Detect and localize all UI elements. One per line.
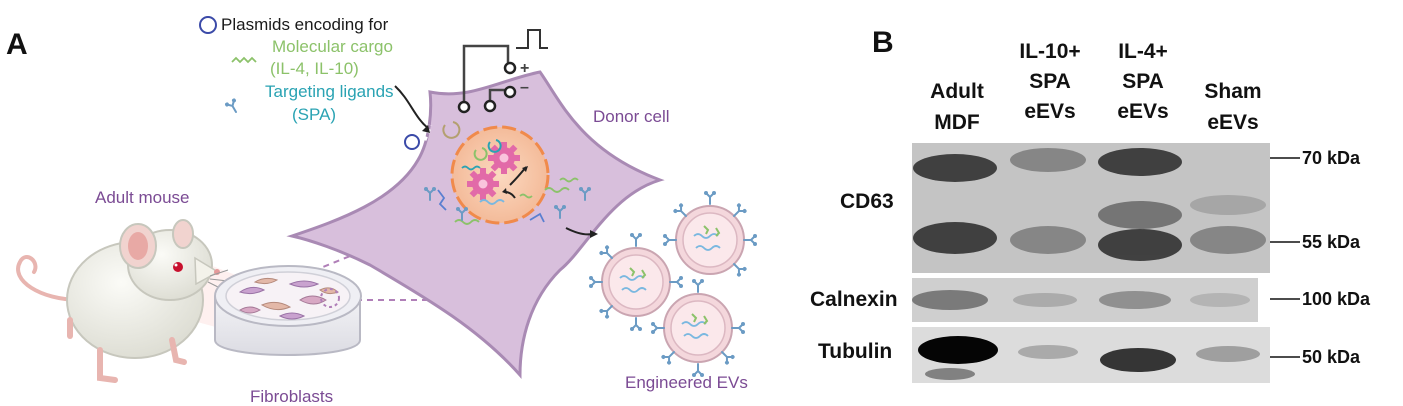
panel-a-letter: A (6, 28, 28, 61)
marker-55kda: 55 kDa (1302, 232, 1361, 252)
blot-tubulin (912, 327, 1270, 383)
ligand-icon (223, 96, 243, 116)
cargo-line2: (IL-4, IL-10) (270, 59, 359, 78)
square-pulse-icon (516, 29, 548, 49)
lane-header-line: SPA (1122, 70, 1164, 93)
fibroblasts-label: Fibroblasts (250, 387, 333, 406)
dna-strand-icon (231, 56, 257, 64)
lane-header-line: Adult (930, 80, 984, 103)
lane-header-line: SPA (1029, 70, 1071, 93)
plasmid-title: Plasmids encoding for (221, 15, 389, 34)
panel-a: A (6, 15, 758, 406)
plasmid-icon (487, 139, 502, 153)
gear-icon (488, 142, 520, 174)
membrane-pore (421, 124, 433, 141)
plasmid-icon (473, 147, 488, 161)
lane-header-line: MDF (934, 111, 980, 134)
row-label-cd63: CD63 (840, 190, 894, 213)
electrode-plus: + (520, 60, 529, 77)
donor-cell-shape (286, 70, 665, 379)
fibroblast-cells (238, 277, 339, 320)
marker-70kda: 70 kDa (1302, 148, 1361, 168)
electrode-minus: – (520, 79, 529, 96)
donor-cell-label: Donor cell (593, 107, 670, 126)
blot-calnexin (912, 278, 1258, 322)
lane-header-line: eEVs (1117, 100, 1168, 123)
plasmid-legend: Plasmids encoding for Molecular cargo (I… (199, 15, 430, 150)
lane-header-line: IL-10+ (1019, 40, 1080, 63)
arrow-icon (394, 85, 429, 129)
cytoplasm-contents (423, 121, 598, 238)
engineered-evs (588, 190, 758, 378)
ligand-line1: Targeting ligands (265, 82, 394, 101)
petri-dish (214, 265, 362, 356)
marker-50kda: 50 kDa (1302, 347, 1361, 367)
adult-mouse-label: Adult mouse (95, 188, 190, 207)
ligand-line2: (SPA) (292, 105, 336, 124)
cargo-line1: Molecular cargo (272, 37, 393, 56)
panel-b-letter: B (872, 26, 894, 59)
lane-header-line: eEVs (1024, 100, 1075, 123)
lane-header-line: eEVs (1207, 111, 1258, 134)
nucleus (450, 125, 550, 225)
row-label-tubulin: Tubulin (818, 340, 892, 363)
marker-100kda: 100 kDa (1302, 289, 1371, 309)
plasmid-icon (199, 16, 217, 34)
lane-header-line: IL-4+ (1118, 40, 1168, 63)
engineered-evs-label: Engineered EVs (625, 373, 748, 392)
gear-icon (467, 168, 499, 200)
electroporation-electrodes: + – (457, 29, 548, 114)
lane-header-line: Sham (1204, 80, 1261, 103)
blot-cd63 (912, 143, 1270, 273)
lane-headers: Adult MDF IL-10+ SPA eEVs IL-4+ SPA eEVs… (930, 40, 1261, 134)
panel-b: B Adult MDF IL-10+ SPA eEVs IL-4+ SPA eE… (810, 26, 1371, 383)
plasmid-icon (404, 134, 420, 150)
marker-ticks (1270, 157, 1300, 358)
row-label-calnexin: Calnexin (810, 288, 898, 311)
